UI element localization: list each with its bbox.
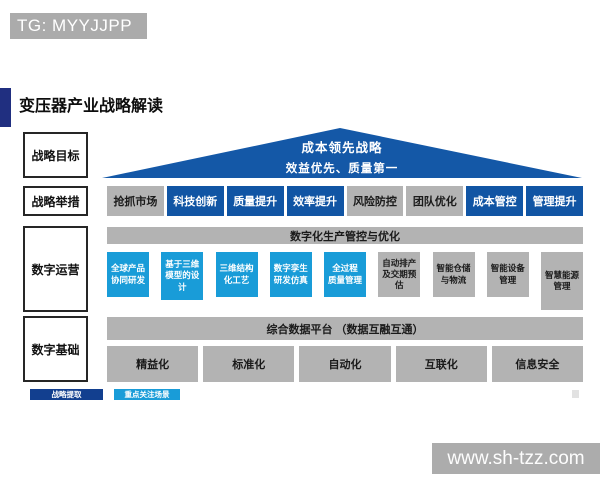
- legend: 战略提取 重点关注场景: [30, 389, 180, 400]
- row-label-digital-operations: 数字运营: [23, 226, 88, 312]
- strategy-roof-text: 成本领先战略 效益优先、质量第一: [102, 137, 582, 176]
- page-number-mark: [572, 390, 579, 398]
- measure-box-management-improve: 管理提升: [526, 186, 583, 216]
- foundation-box-lean: 精益化: [107, 346, 199, 382]
- measure-box-quality-improve: 质量提升: [226, 186, 284, 216]
- scene-box-digital-twin-simulation: 数字孪生 研发仿真: [269, 252, 312, 297]
- ops-scenes-row: 全球产品 协同研发 基于三维 模型的设 计 三维结构 化工艺 数字孪生 研发仿真…: [107, 252, 583, 310]
- measure-box-tech-innovation: 科技创新: [166, 186, 224, 216]
- scene-box-3d-structured-process: 三维结构 化工艺: [215, 252, 258, 297]
- foundation-box-info-security: 信息安全: [491, 346, 584, 382]
- measure-box-seize-market: 抢抓市场: [107, 186, 164, 216]
- scene-box-3d-model-design: 基于三维 模型的设 计: [161, 252, 204, 300]
- scene-box-smart-warehouse-logistics: 智能仓储 与物流: [432, 252, 475, 297]
- scene-box-smart-energy-mgmt: 智慧能源 管理: [541, 252, 583, 310]
- legend-key-focus-scenes: 重点关注场景: [114, 389, 180, 400]
- page-title: 变压器产业战略解读: [19, 98, 164, 115]
- title-accent-bar: [0, 88, 11, 127]
- top-watermark: TG: MYYJJPP: [10, 13, 147, 39]
- scene-box-auto-scheduling: 自动排产 及交期预 估: [378, 252, 421, 297]
- foundation-box-interconnection: 互联化: [395, 346, 487, 382]
- ops-header-bar: 数字化生产管控与优化: [107, 227, 583, 244]
- row-label-strategy-measures: 战略举措: [23, 186, 88, 216]
- roof-line-1: 成本领先战略: [301, 141, 383, 155]
- row-label-strategy-goal: 战略目标: [23, 132, 88, 178]
- measure-box-risk-control: 风险防控: [346, 186, 404, 216]
- strategy-roof-triangle: [102, 128, 582, 178]
- measure-box-efficiency-improve: 效率提升: [286, 186, 344, 216]
- scene-box-full-process-quality: 全过程 质量管理: [324, 252, 366, 297]
- scene-box-smart-equipment-mgmt: 智能设备 管理: [486, 252, 529, 297]
- scene-box-global-collab-rd: 全球产品 协同研发: [107, 252, 149, 297]
- foundation-box-standardization: 标准化: [203, 346, 295, 382]
- roof-line-2: 效益优先、质量第一: [285, 163, 399, 175]
- strategy-measures-row: 抢抓市场 科技创新 质量提升 效率提升 风险防控 团队优化 成本管控 管理提升: [107, 186, 583, 216]
- measure-box-cost-control: 成本管控: [466, 186, 524, 216]
- bottom-watermark: www.sh-tzz.com: [432, 443, 600, 474]
- measure-box-team-optimize: 团队优化: [406, 186, 464, 216]
- legend-strategy-extraction: 战略提取: [30, 389, 103, 400]
- foundation-row: 精益化 标准化 自动化 互联化 信息安全: [107, 346, 584, 382]
- foundation-box-automation: 自动化: [299, 346, 391, 382]
- row-label-digital-foundation: 数字基础: [23, 316, 88, 382]
- data-platform-bar: 综合数据平台 （数据互融互通）: [107, 317, 583, 340]
